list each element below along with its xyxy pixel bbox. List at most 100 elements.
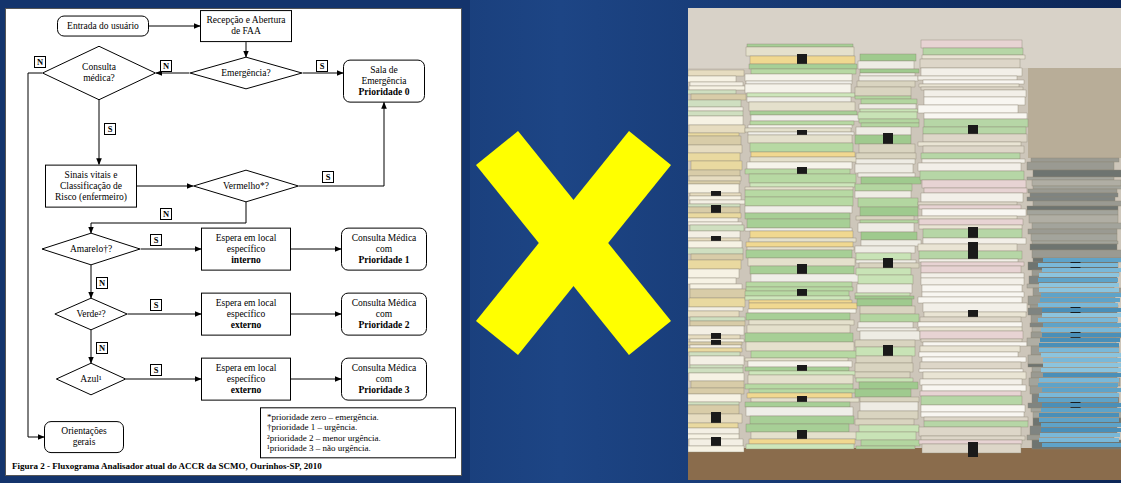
paper-sheet: [858, 411, 918, 419]
paper-sheet: [749, 389, 857, 393]
paper-sheet: [860, 54, 916, 61]
blue-folder: [1042, 313, 1121, 317]
paper-sheet: [688, 260, 741, 269]
paper-sheet: [924, 421, 1028, 427]
paper-sheet: [745, 74, 852, 81]
blue-folder: [1039, 438, 1119, 442]
paper-sheet: [922, 292, 1024, 297]
box-text: Consulta Médica com: [346, 363, 422, 385]
blue-folder: [1038, 278, 1118, 282]
blue-folder: [1041, 428, 1121, 432]
paper-sheet: [861, 99, 917, 104]
box-text: Prioridade 3: [346, 384, 422, 395]
paper-sheet: [690, 82, 743, 86]
paper-sheet: [860, 314, 919, 322]
paper-sheet: [688, 311, 739, 317]
paper-sheet: [1033, 258, 1121, 262]
paper-sheet: [1029, 215, 1118, 223]
paper-sheet: [861, 240, 921, 246]
flow-arrow: [291, 314, 341, 315]
paper-sheet: [923, 342, 1027, 346]
paper-sheet: [1030, 244, 1117, 250]
paper-sheet: [1031, 408, 1120, 412]
blue-folder: [1039, 273, 1119, 277]
paper-sheet: [747, 93, 855, 97]
decision-text: Consulta médica?: [74, 62, 124, 84]
flow-arrow: [141, 249, 202, 250]
paper-sheet: [688, 241, 742, 248]
figure-caption: Figura 2 - Fluxograma Analisador atual d…: [12, 461, 322, 471]
paper-sheet: [751, 152, 855, 157]
paper-sheet: [923, 372, 1026, 379]
box-text: Prioridade 1: [346, 254, 422, 265]
paper-stacks-photo: [688, 8, 1121, 480]
paper-sheet: [749, 174, 856, 183]
paper-sheet: [857, 328, 917, 331]
blue-folder: [1041, 353, 1121, 357]
paper-sheet: [858, 223, 914, 232]
paper-sheet: [750, 416, 854, 424]
paper-sheet: [860, 73, 915, 76]
x-stroke: [497, 148, 650, 338]
paper-sheet: [746, 407, 853, 416]
paper-sheet: [688, 145, 742, 153]
paper-sheet: [749, 64, 857, 69]
flow-arrow: [126, 379, 201, 380]
paper-sheet: [745, 197, 853, 206]
blue-folder: [1040, 433, 1120, 437]
paper-sheet: [918, 216, 1017, 219]
paper-sheet: [690, 321, 745, 326]
paper-sheet: [922, 357, 1026, 362]
paper-sheet: [688, 136, 741, 145]
wall-light: [688, 8, 1121, 68]
binder-clip: [968, 442, 978, 457]
paper-sheet: [745, 296, 850, 300]
decision-diamond: Consulta médica?: [42, 46, 156, 100]
paper-sheet: [861, 177, 921, 184]
paper-sheet: [689, 352, 740, 356]
box-text: Sala de Emergência: [348, 65, 420, 87]
flow-arrow: [137, 186, 193, 187]
box-text: Entrada do usuário: [62, 21, 144, 32]
paper-sheet: [859, 144, 915, 153]
answer-tag: S: [150, 234, 162, 246]
paper-sheet: [1033, 412, 1121, 418]
terminal-box: Consulta Médica comPrioridade 2: [341, 293, 427, 336]
paper-sheet: [919, 352, 1018, 357]
paper-sheet: [918, 76, 1017, 80]
paper-sheet: [858, 322, 913, 328]
paper-sheet: [858, 112, 917, 119]
paper-sheet: [690, 345, 741, 348]
flow-arrow: [99, 100, 100, 165]
paper-sheet: [751, 115, 859, 121]
paper-sheet: [860, 331, 920, 340]
paper-sheet: [857, 299, 912, 306]
paper-sheet: [856, 153, 916, 159]
paper-sheet: [747, 44, 853, 47]
blue-folder: [1041, 368, 1121, 372]
process-box: Espera em local específicoexterno: [201, 358, 291, 401]
box-text: externo: [206, 319, 286, 330]
footnote-text: †prioridade 1 – urgência.: [267, 423, 449, 433]
paper-sheet: [922, 385, 1026, 391]
box-text: Consulta Médica com: [346, 298, 422, 320]
paper-sheet: [749, 102, 855, 111]
paper-sheet: [855, 87, 911, 96]
blue-folder: [1040, 298, 1120, 302]
paper-sheet: [688, 368, 743, 373]
paper-sheet: [855, 296, 914, 299]
paper-sheet: [746, 242, 853, 247]
paper-sheet: [860, 397, 919, 402]
wall: [688, 8, 1121, 480]
paper-sheet: [921, 153, 1020, 159]
answer-tag: S: [316, 60, 328, 72]
paper-sheet: [924, 188, 1027, 193]
paper-sheet: [920, 317, 1021, 322]
terminal-box: Consulta Médica comPrioridade 3: [341, 358, 427, 401]
paper-stacks: [688, 40, 1121, 457]
paper-sheet: [689, 86, 745, 90]
paper-sheet: [921, 396, 1022, 405]
flow-arrow: [156, 73, 190, 74]
paper-sheet: [749, 439, 855, 444]
paper-sheet: [919, 369, 1023, 372]
